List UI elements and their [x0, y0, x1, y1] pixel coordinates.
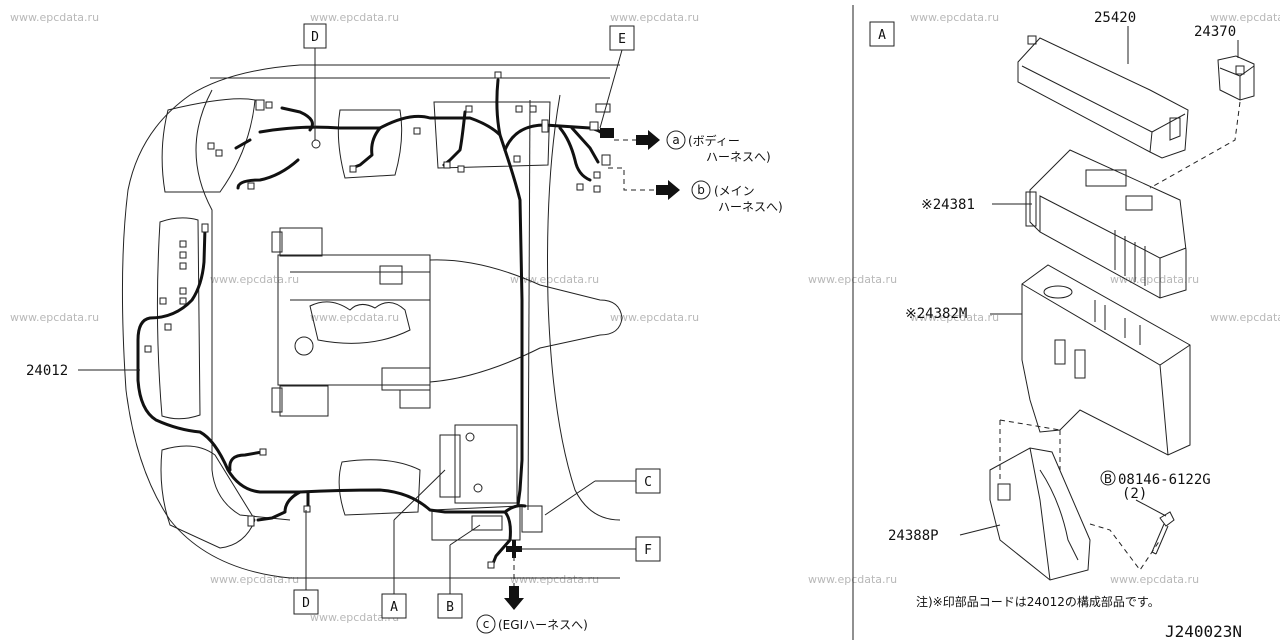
callout-b [437, 593, 463, 619]
connection-b: b (メイン ハーネスへ) [608, 167, 783, 214]
watermark: www.epcdata.ru [1210, 311, 1280, 324]
detail-label-box [869, 21, 895, 47]
watermark: www.epcdata.ru [510, 273, 599, 286]
part-24388p-label: 24388P [888, 528, 939, 544]
callout-c-label: C [644, 475, 652, 490]
diagram-code: J240023N [1165, 622, 1242, 640]
watermarks: www.epcdata.ru www.epcdata.ru www.epcdat… [10, 11, 1280, 624]
watermark: www.epcdata.ru [910, 311, 999, 324]
connection-b-text1: (メイン [714, 184, 755, 198]
watermark: www.epcdata.ru [210, 573, 299, 586]
watermark: www.epcdata.ru [310, 311, 399, 324]
connection-b-circle: b [697, 183, 705, 197]
connection-c: c (EGIハーネスへ) [476, 556, 588, 634]
connection-c-circle: c [483, 617, 490, 631]
watermark: www.epcdata.ru [910, 11, 999, 24]
bolt-drawing [1151, 511, 1175, 555]
connection-c-text: (EGIハーネスへ) [498, 618, 588, 632]
detail-label: A [878, 28, 886, 43]
callout-d-bottom [293, 589, 319, 615]
part-24382m-label: ※24382M [905, 306, 967, 322]
connection-a: a (ボディー ハーネスへ) [614, 130, 771, 164]
harness-connectors [144, 71, 614, 569]
fuse-box-drawing [1021, 264, 1191, 456]
callout-e-label: E [618, 32, 626, 47]
watermark: www.epcdata.ru [610, 311, 699, 324]
relay-drawing [1217, 55, 1255, 101]
callout-d-bottom-label: D [302, 596, 310, 611]
engine-bay-outline [121, 64, 621, 579]
watermark: www.epcdata.ru [10, 11, 99, 24]
bracket-drawing [989, 447, 1091, 581]
connection-a-circle: a [672, 133, 679, 147]
connection-a-text1: (ボディー [688, 133, 740, 148]
fuse-box-location [439, 424, 543, 533]
watermark: www.epcdata.ru [1210, 11, 1280, 24]
part-bolt-qty: (2) [1122, 486, 1147, 502]
callout-c [635, 468, 661, 494]
callout-b-label: B [446, 600, 454, 615]
callout-d-top-label: D [311, 30, 319, 45]
part-24012-label: 24012 [26, 363, 140, 379]
part-24381-label: ※24381 [921, 197, 975, 213]
fuse-block-drawing [1025, 149, 1187, 299]
part-24370-label: 24370 [1194, 24, 1236, 40]
upper-cover-drawing [1017, 35, 1189, 159]
watermark: www.epcdata.ru [310, 11, 399, 24]
engine-block [271, 227, 623, 417]
body-harness-connector [600, 128, 614, 138]
part-bolt-label: 08146-6122G [1118, 472, 1211, 488]
watermark: www.epcdata.ru [610, 11, 699, 24]
part-25420-label: 25420 [1094, 10, 1136, 26]
footnote: 注)※印部品コードは24012の構成部品です。 [916, 594, 1160, 609]
watermark: www.epcdata.ru [10, 311, 99, 324]
callout-a-label: A [390, 600, 398, 615]
watermark: www.epcdata.ru [510, 573, 599, 586]
callouts: D E C F D A B [293, 23, 661, 619]
connection-a-text2: ハーネスへ) [706, 150, 771, 164]
svg-text:24012: 24012 [26, 363, 68, 379]
watermark: www.epcdata.ru [210, 273, 299, 286]
connection-b-text2: ハーネスへ) [718, 200, 783, 214]
detail-view-a: A 25420 24370 [869, 10, 1255, 609]
callout-a [381, 593, 407, 619]
main-harness-24012 [136, 78, 606, 568]
watermark: www.epcdata.ru [310, 611, 399, 624]
watermark: www.epcdata.ru [1110, 573, 1199, 586]
bolt-circle-label: B [1104, 472, 1112, 486]
callout-f-label: F [644, 543, 652, 558]
